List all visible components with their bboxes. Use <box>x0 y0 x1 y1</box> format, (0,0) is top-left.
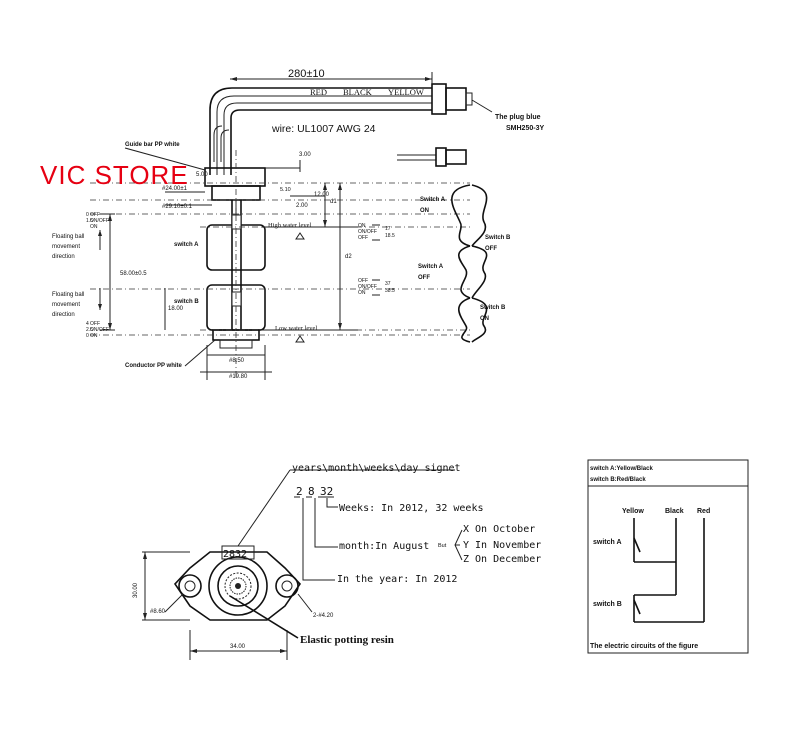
svg-text:ON/OFF: ON/OFF <box>90 218 109 224</box>
wire-black-label: BLACK <box>343 87 373 97</box>
flange-dimensions <box>165 183 342 380</box>
cable-length-label: 280±10 <box>288 68 325 80</box>
high-water-label: High water level <box>268 222 312 229</box>
svg-text:OFF: OFF <box>358 235 368 241</box>
float-down-line1: Floating ball <box>52 292 84 298</box>
low-water-label: Low water level <box>275 325 317 332</box>
col-yellow: Yellow <box>622 508 644 515</box>
dim-24-label: #24.00±1 <box>162 186 188 192</box>
left-dimensions <box>98 213 166 331</box>
svg-text:38.5: 38.5 <box>385 288 395 294</box>
digit-year: 2 <box>296 485 303 498</box>
brand-watermark: VIC STORE <box>40 160 189 190</box>
flange-plan-view <box>142 469 463 660</box>
month-x: X On October <box>463 524 535 535</box>
dim-510-label: 5.10 <box>280 187 291 193</box>
circuit-title-b: switch B:Red/Black <box>590 477 646 483</box>
dim-1980-label: #19.80 <box>229 374 248 380</box>
svg-text:2.5: 2.5 <box>86 327 93 333</box>
col-red: Red <box>697 508 710 515</box>
svg-text:Switch B: Switch B <box>480 305 506 311</box>
float-down-line3: direction <box>52 312 75 318</box>
svg-text:Switch B: Switch B <box>485 235 511 241</box>
stamp-text: 2832 <box>223 549 247 560</box>
resin-label: Elastic potting resin <box>300 634 394 646</box>
circuit-footer: The electric circuits of the figure <box>590 643 698 650</box>
float-up-line2: movement <box>52 244 80 250</box>
svg-text:0: 0 <box>86 212 89 218</box>
dim-200-label: 2.00 <box>296 203 308 209</box>
svg-text:0: 0 <box>86 333 89 339</box>
collar-label: Conductor PP white <box>125 363 183 369</box>
wire-yellow-label: YELLOW <box>388 87 424 97</box>
guide-bar-label: Guide bar PP white <box>125 142 180 148</box>
state-curves <box>451 184 488 343</box>
dim-3-label: 3.00 <box>299 152 311 158</box>
svg-text:1.5: 1.5 <box>86 218 93 224</box>
dim-58-label: 58.00±0.5 <box>120 271 147 277</box>
circuit-title-a: switch A:Yellow/Black <box>590 466 653 472</box>
dim-3000-label: 30.00 <box>133 582 139 598</box>
dim-29-label: #29.10±0.1 <box>162 204 193 210</box>
svg-text:4: 4 <box>86 321 89 327</box>
dim-1200-label: 12.00 <box>314 192 330 198</box>
svg-text:OFF: OFF <box>358 278 368 284</box>
signet-header: years\month\weeks\day signet <box>292 463 461 474</box>
dim-5-label: 5.00 <box>196 172 208 178</box>
svg-text:ON: ON <box>358 290 366 296</box>
left-scale: 0 1.5 OFF ON/OFF ON 4 2.5 0 OFF ON/OFF O… <box>86 212 109 339</box>
month-note: month:In August <box>339 541 429 552</box>
svg-text:ON: ON <box>480 316 489 322</box>
svg-text:ON: ON <box>358 223 366 229</box>
col-black: Black <box>665 508 684 515</box>
year-note: In the year: In 2012 <box>337 574 457 585</box>
plug-model-label: SMH250-3Y <box>506 125 544 132</box>
switch-b-label: switch B <box>174 299 199 305</box>
switch-a-label: switch A <box>174 242 199 248</box>
month-z: Z On December <box>463 554 541 565</box>
dim-850-label: #8.50 <box>229 358 245 364</box>
svg-text:OFF: OFF <box>90 321 100 327</box>
circuit-switch-b: switch B <box>593 601 622 608</box>
dim-d2-label: d2 <box>345 254 352 260</box>
svg-text:17: 17 <box>385 226 391 232</box>
cable-assembly <box>209 72 493 175</box>
but-label: But <box>438 543 447 549</box>
dim-3400-label: 34.00 <box>230 644 246 650</box>
sensor-body <box>90 150 470 380</box>
svg-text:OFF: OFF <box>485 246 497 252</box>
float-up-line1: Floating ball <box>52 234 84 240</box>
plug-label: The plug blue <box>495 114 541 121</box>
circuit-switch-a: switch A <box>593 539 622 546</box>
svg-text:ON/OFF: ON/OFF <box>90 327 109 333</box>
svg-text:OFF: OFF <box>90 212 100 218</box>
dim-1800-label: 18.00 <box>168 306 184 312</box>
mid-scale: ON ON/OFF OFF 17 18.5 OFF ON/OFF ON 37 3… <box>358 223 395 296</box>
float-up-line3: direction <box>52 254 75 260</box>
wire-spec-label: wire: UL1007 AWG 24 <box>271 123 376 135</box>
svg-text:37: 37 <box>385 281 391 287</box>
svg-text:ON/OFF: ON/OFF <box>358 229 377 235</box>
svg-text:ON: ON <box>420 208 429 214</box>
month-y: Y In November <box>463 540 541 551</box>
digit-month: 8 <box>308 485 315 498</box>
svg-text:ON: ON <box>90 333 98 339</box>
float-down-line2: movement <box>52 302 80 308</box>
dim-860-label: #8.60 <box>150 609 166 615</box>
dim-d1-label: d1 <box>330 199 337 205</box>
holes-label: 2-#4.20 <box>313 613 334 619</box>
svg-text:ON/OFF: ON/OFF <box>358 284 377 290</box>
svg-text:Switch A: Switch A <box>418 264 444 270</box>
circuit-diagram <box>587 459 749 654</box>
state-labels: Switch A ON Switch B OFF Switch A OFF Sw… <box>418 197 511 322</box>
digit-week: 32 <box>320 485 333 498</box>
weeks-note: Weeks: In 2012, 32 weeks <box>339 503 484 514</box>
svg-text:ON: ON <box>90 224 98 230</box>
svg-text:OFF: OFF <box>418 275 430 281</box>
wire-red-label: RED <box>310 87 327 97</box>
svg-text:Switch A: Switch A <box>420 197 446 203</box>
svg-text:18.5: 18.5 <box>385 233 395 239</box>
